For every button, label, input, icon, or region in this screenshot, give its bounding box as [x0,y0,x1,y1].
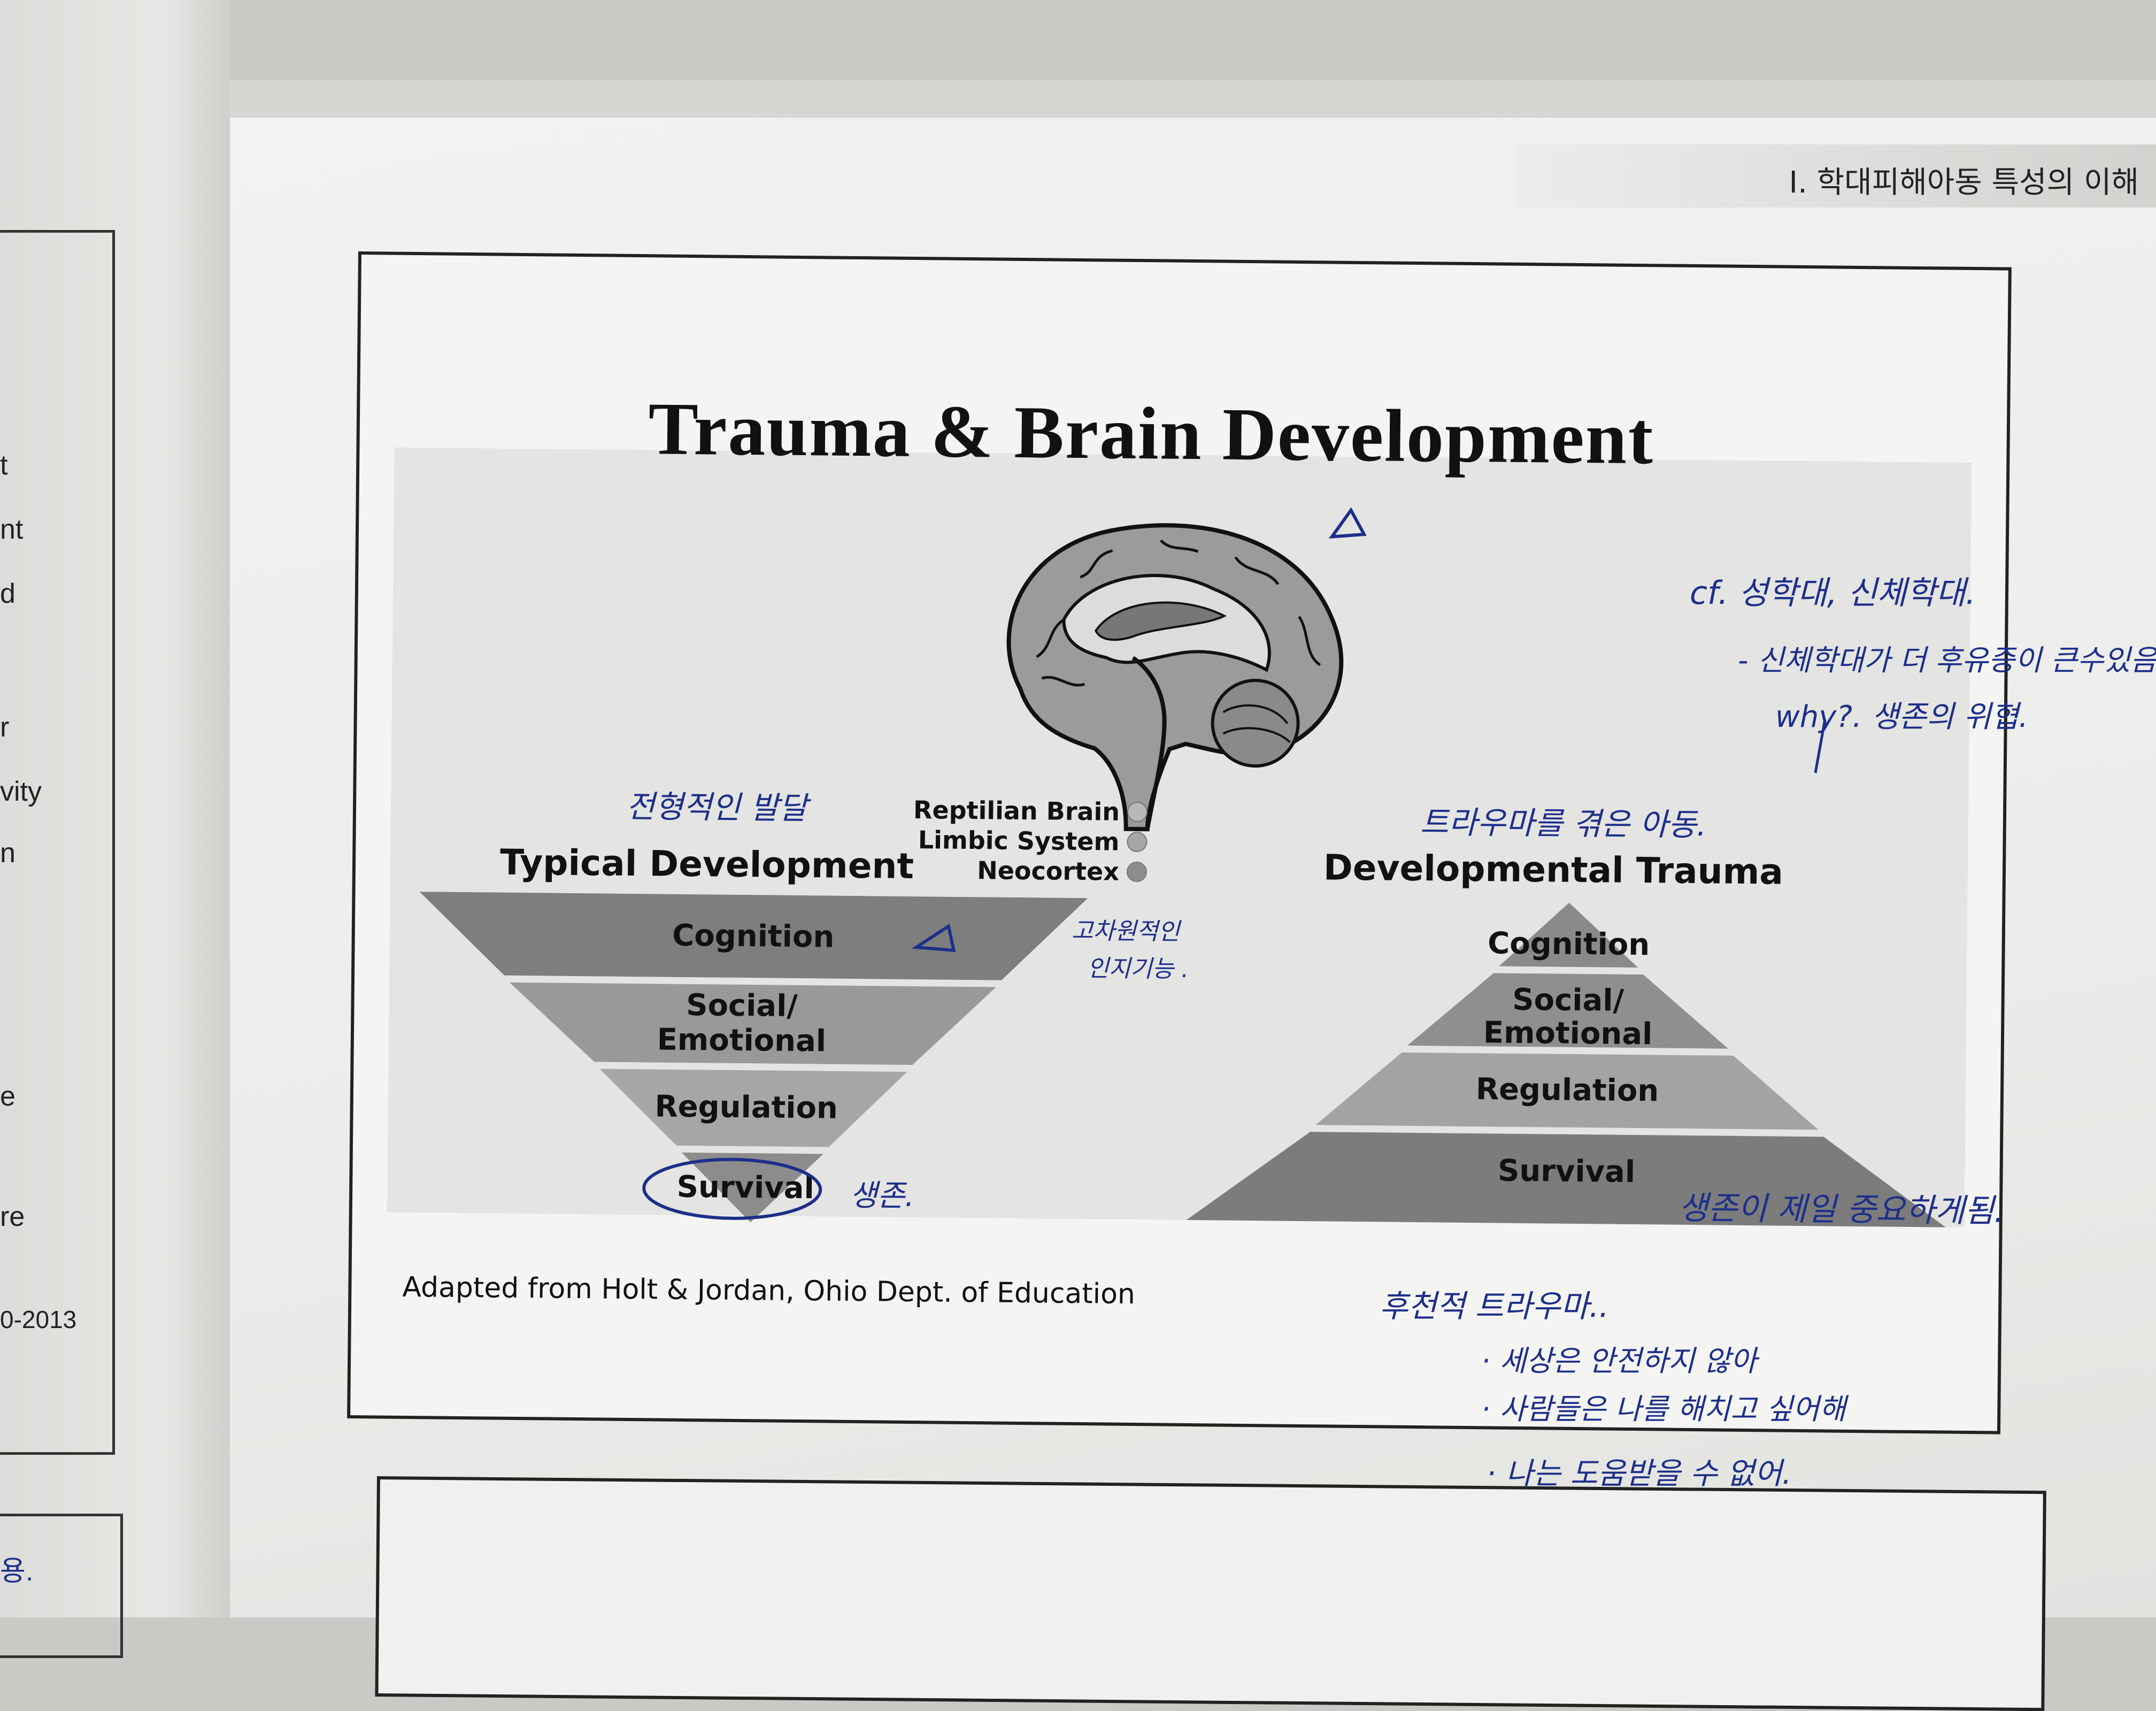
left-text-fragment: vity [0,776,42,807]
handwritten-cognition-note-2: 인지기능 . [1087,955,1189,983]
handwritten-after-line-3: · 사람들은 나를 해치고 싶어해 [1481,1392,1846,1426]
handwritten-cf-line-1: cf. 성학대, 신체학대. [1690,574,1976,612]
left-page-box [0,230,115,1455]
handwritten-cf-line-2: - 신체학대가 더 후유증이 큰수있음 [1738,643,2156,677]
handwritten-cognition-note-1: 고차원적인 [1071,917,1180,946]
handwritten-trauma-survival-note: 생존이 제일 중요하게됨. [1678,1189,2005,1230]
left-handwriting-fragment: 용. [0,1556,34,1587]
left-text-fragment: d [0,578,16,609]
trauma-level-emotional: Emotional [1483,1015,1653,1052]
left-text-fragment: 0-2013 [0,1306,77,1333]
figure-frame: Trauma & Brain Development Reptilian Bra… [347,251,2012,1434]
arrow-stroke-icon [1814,719,1827,773]
triangle-mark-icon [1328,507,1367,539]
running-header-text: Ⅰ. 학대피해아동 특성의 이해 [1789,165,2139,200]
legend-label: Limbic System [918,825,1120,856]
slide-title: Trauma & Brain Development [648,387,1654,480]
typical-pyramid: Cognition Social/ Emotional Regulation S… [416,892,1088,1240]
trauma-pyramid: Cognition Social/ Emotional Regulation S… [1186,899,1949,1249]
source-caption: Adapted from Holt & Jordan, Ohio Dept. o… [402,1271,1136,1311]
left-text-fragment: nt [0,514,24,545]
trauma-level-cognition: Cognition [1487,926,1650,963]
next-figure-frame [375,1476,2046,1711]
legend-label: Neocortex [976,856,1120,886]
brain-illustration [1006,523,1344,832]
typical-level-cognition: Cognition [672,918,835,955]
legend-dot [1127,801,1148,823]
legend-label: Reptilian Brain [913,795,1120,826]
handwritten-typical-note: 전형적인 발달 [626,788,807,827]
legend-item: Reptilian Brain [848,794,1148,827]
handwritten-after-line-4: · 나는 도움받을 수 없어. [1487,1456,1792,1491]
left-page: t nt d r vity n e re 0-2013 용. [0,0,230,1658]
handwritten-after-line-2: · 세상은 안전하지 않아 [1481,1344,1757,1378]
typical-level-emotional: Emotional [657,1022,827,1059]
handwritten-trauma-note: 트라우마를 겪은 아동. [1420,804,1707,843]
trauma-level-regulation: Regulation [1475,1072,1659,1109]
legend-dot [1126,861,1148,883]
triangle-mark-icon [911,923,956,953]
typical-level-regulation: Regulation [654,1089,838,1126]
left-text-fragment: e [0,1081,16,1112]
left-text-fragment: t [0,450,8,481]
left-text-fragment: n [0,838,16,869]
survival-circle-mark-icon [642,1157,822,1220]
running-header: Ⅰ. 학대피해아동 특성의 이해 [1513,144,2156,208]
handwritten-cf-line-3: why?. 생존의 위협. [1775,700,2028,734]
developmental-trauma-title: Developmental Trauma [1323,847,1784,893]
legend-dot [1127,831,1148,853]
left-text-fragment: re [0,1201,25,1232]
handwritten-survival-note: 생존. [849,1178,915,1214]
left-text-fragment: r [0,712,10,743]
page-top-band [230,80,2156,118]
typical-development-title: Typical Development [499,841,914,887]
handwritten-after-line-1: 후천적 트라우마.. [1380,1288,1609,1324]
